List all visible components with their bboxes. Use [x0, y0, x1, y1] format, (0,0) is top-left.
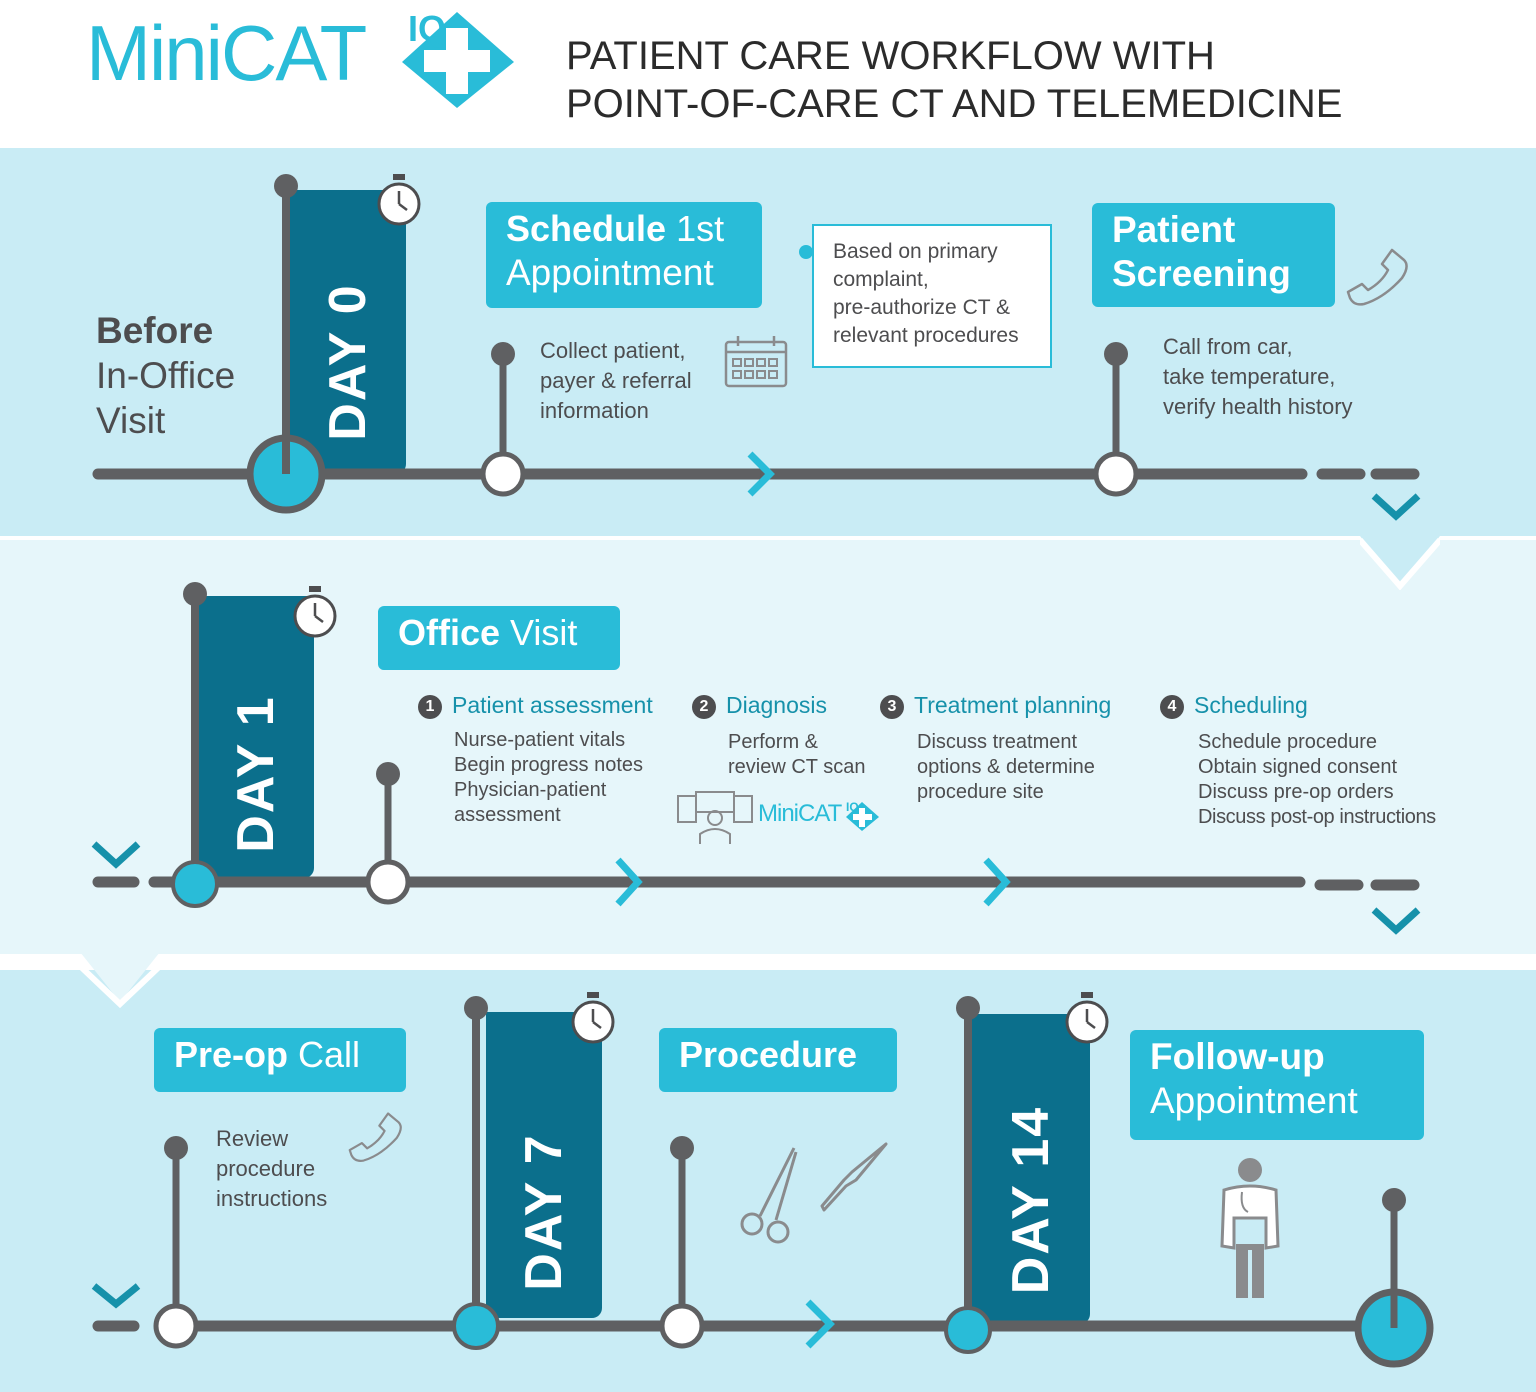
ct-scanner-icon	[677, 791, 753, 844]
step4-line4: Discuss post-op instructions	[1198, 806, 1436, 828]
collect-line2: payer & referral	[540, 368, 692, 393]
followup-line1: Follow-up	[1150, 1036, 1325, 1077]
note-line1: Based on primary	[833, 240, 998, 263]
patient-screening-box: Patient Screening	[1092, 203, 1335, 307]
phase-label-line3: Visit	[96, 400, 166, 441]
step3-line3: procedure site	[917, 781, 1044, 803]
procedure-box: Procedure	[659, 1028, 897, 1092]
screening-desc-line2: take temperature,	[1163, 364, 1336, 389]
step1-line3: Physician-patient	[454, 779, 607, 801]
collect-line3: information	[540, 398, 649, 423]
followup-line2: Appointment	[1150, 1080, 1358, 1121]
timeline-row2	[91, 582, 1421, 935]
step4-line2: Obtain signed consent	[1198, 756, 1398, 778]
step1-line4: assessment	[454, 804, 561, 826]
notch-row1	[1360, 536, 1440, 590]
day7-panel	[486, 1012, 602, 1318]
step-number-badge: 1	[418, 695, 442, 719]
screening-line1: Patient	[1112, 209, 1236, 250]
preop-desc-line3: instructions	[216, 1186, 328, 1211]
schedule-title-bold: Schedule	[506, 208, 667, 249]
stopwatch-icon	[571, 992, 615, 1044]
preop-title-bold: Pre-op	[174, 1034, 289, 1075]
schedule-title-rest: 1st	[666, 208, 725, 249]
preop-desc-line1: Review	[216, 1126, 289, 1151]
screening-desc-line3: verify health history	[1163, 394, 1353, 419]
step-treatment-planning: 3 Treatment planning	[880, 692, 1111, 719]
preop-call-box: Pre-op Call	[154, 1028, 406, 1092]
scalpel-icon	[820, 1142, 888, 1212]
phase-label-line2: In-Office	[96, 355, 236, 396]
doctor-icon	[1220, 1158, 1280, 1298]
schedule-title-line2: Appointment	[506, 252, 714, 293]
stopwatch-icon	[377, 174, 421, 226]
note-line3: pre-authorize CT &	[833, 296, 1011, 319]
phone-icon	[1346, 248, 1408, 306]
step-number-badge: 2	[692, 695, 716, 719]
stopwatch-icon	[293, 586, 337, 638]
page-title-line1: PATIENT CARE WORKFLOW WITH	[566, 34, 1215, 78]
step-diagnosis: 2 Diagnosis	[692, 692, 827, 719]
preop-title-rest: Call	[288, 1034, 361, 1075]
logo-badge: IQ	[408, 8, 447, 49]
step-number-badge: 3	[880, 695, 904, 719]
schedule-appointment-box: Schedule 1st Appointment	[486, 202, 762, 308]
step-patient-assessment: 1 Patient assessment	[418, 692, 653, 719]
step3-line2: options & determine	[917, 756, 1095, 778]
screening-desc-line1: Call from car,	[1163, 334, 1293, 359]
step1-line1: Nurse-patient vitals	[454, 729, 626, 751]
step2-line2: review CT scan	[728, 756, 866, 778]
step-scheduling: 4 Scheduling	[1160, 692, 1308, 719]
screening-line2: Screening	[1112, 253, 1291, 294]
step-title: Treatment planning	[914, 692, 1112, 718]
timeline-row3	[91, 996, 1434, 1368]
day1-panel	[198, 596, 314, 878]
logo-plus-icon	[402, 12, 514, 108]
office-title-bold: Office	[398, 612, 501, 653]
followup-appointment-box: Follow-up Appointment	[1130, 1030, 1424, 1140]
step-title: Scheduling	[1194, 692, 1308, 718]
notch-row2	[80, 952, 160, 1008]
step4-line3: Discuss pre-op orders	[1198, 781, 1394, 803]
mini-logo-text: MiniCAT	[758, 800, 842, 827]
procedure-title: Procedure	[679, 1034, 858, 1075]
step2-line1: Perform &	[728, 731, 819, 753]
preop-desc-line2: procedure	[216, 1156, 316, 1181]
collect-line1: Collect patient,	[540, 338, 686, 363]
office-title-rest: Visit	[500, 612, 578, 653]
mini-logo-plus-icon	[846, 802, 879, 831]
timeline-row1	[92, 174, 1421, 521]
header	[0, 0, 1536, 148]
note-line2: complaint,	[833, 268, 929, 291]
step-title: Diagnosis	[726, 692, 827, 718]
step-title: Patient assessment	[452, 692, 653, 718]
step-number-badge: 4	[1160, 695, 1184, 719]
mini-logo-badge: IQ	[846, 800, 859, 814]
calendar-icon	[724, 336, 788, 388]
step1-line2: Begin progress notes	[454, 754, 644, 776]
office-visit-box: Office Visit	[378, 606, 620, 670]
phone-icon	[348, 1112, 402, 1162]
preauth-note-box	[812, 224, 1052, 368]
logo-text: MiniCAT	[86, 9, 367, 97]
day14-panel	[972, 1014, 1090, 1324]
step3-line1: Discuss treatment	[917, 731, 1078, 753]
phase-label-bold: Before	[96, 310, 214, 351]
day0-panel	[290, 190, 406, 474]
page-title-line2: POINT-OF-CARE CT AND TELEMEDICINE	[566, 82, 1343, 126]
scissors-icon	[740, 1147, 798, 1244]
stopwatch-icon	[1065, 992, 1109, 1044]
note-line4: relevant procedures	[833, 324, 1019, 347]
step4-line1: Schedule procedure	[1198, 731, 1378, 753]
